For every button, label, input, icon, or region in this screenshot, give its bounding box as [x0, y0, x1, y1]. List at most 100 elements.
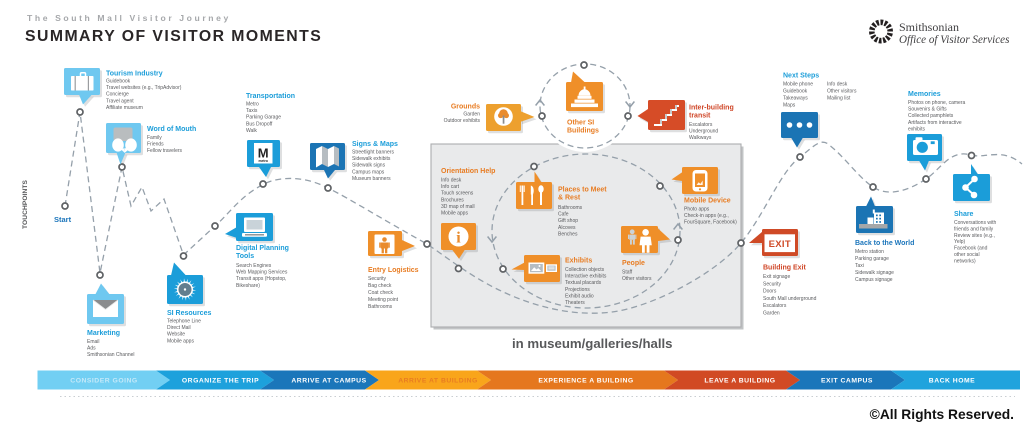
svg-text:Takeaways: Takeaways: [783, 96, 808, 102]
svg-text:Photos on phone, camera: Photos on phone, camera: [908, 100, 965, 106]
svg-text:SI Resources: SI Resources: [167, 310, 211, 317]
svg-text:& Rest: & Rest: [558, 195, 581, 202]
svg-text:Theaters: Theaters: [565, 300, 585, 306]
svg-text:Telephone Line: Telephone Line: [167, 319, 201, 325]
svg-text:Entry Logistics: Entry Logistics: [368, 267, 419, 274]
svg-text:Grounds: Grounds: [451, 104, 480, 111]
svg-text:Direct Mail: Direct Mail: [167, 325, 191, 331]
svg-text:Sidewalk signage: Sidewalk signage: [855, 270, 894, 276]
svg-text:Escalators: Escalators: [763, 303, 787, 309]
svg-text:LEAVE A BUILDING: LEAVE A BUILDING: [704, 378, 775, 385]
svg-text:Email: Email: [87, 339, 100, 345]
svg-text:Artifacts from interactive: Artifacts from interactive: [908, 120, 962, 126]
svg-text:Marketing: Marketing: [87, 330, 120, 337]
svg-text:Travel agent: Travel agent: [106, 98, 134, 104]
svg-text:Back to the World: Back to the World: [855, 240, 914, 247]
svg-text:The South Mall Visitor Journey: The South Mall Visitor Journey: [27, 13, 231, 23]
svg-text:Campus maps: Campus maps: [352, 169, 385, 175]
svg-text:Ads: Ads: [87, 346, 96, 352]
svg-text:Sidewalk exhibits: Sidewalk exhibits: [352, 156, 391, 162]
svg-text:Info desk: Info desk: [827, 82, 848, 88]
svg-text:Touch screens: Touch screens: [441, 191, 474, 197]
svg-text:Projections: Projections: [565, 287, 590, 293]
svg-text:Conversations with: Conversations with: [954, 220, 996, 226]
svg-text:Info desk: Info desk: [441, 178, 462, 184]
svg-text:Parking Garage: Parking Garage: [246, 115, 281, 121]
svg-text:Metro station: Metro station: [855, 249, 884, 255]
svg-text:Staff: Staff: [622, 270, 633, 276]
svg-text:Mobile phone: Mobile phone: [783, 82, 813, 88]
svg-text:Web Mapping Services: Web Mapping Services: [236, 270, 288, 276]
svg-text:Security: Security: [763, 281, 782, 287]
svg-text:Underground: Underground: [689, 129, 718, 135]
svg-text:Bus Dropoff: Bus Dropoff: [246, 121, 273, 127]
svg-text:metro: metro: [258, 159, 267, 163]
svg-text:3D map of mall: 3D map of mall: [441, 204, 475, 210]
svg-text:Review sites (e.g.,: Review sites (e.g.,: [954, 233, 995, 239]
svg-text:Next Steps: Next Steps: [783, 73, 819, 80]
svg-text:Smithsonian Channel: Smithsonian Channel: [87, 352, 135, 358]
svg-text:Bathrooms: Bathrooms: [558, 205, 583, 211]
svg-text:BACK HOME: BACK HOME: [929, 378, 975, 385]
svg-text:Digital Planning: Digital Planning: [236, 245, 289, 252]
svg-text:Maps: Maps: [783, 103, 796, 109]
svg-text:©All Rights Reserved.: ©All Rights Reserved.: [870, 407, 1014, 422]
svg-text:Exhibits: Exhibits: [565, 258, 592, 265]
svg-text:friends and family: friends and family: [954, 226, 994, 232]
svg-text:Bikeshare): Bikeshare): [236, 283, 260, 289]
svg-text:ARRIVE AT BUILDING: ARRIVE AT BUILDING: [398, 378, 478, 385]
svg-text:Tools: Tools: [236, 253, 254, 260]
svg-text:Walk: Walk: [246, 128, 257, 134]
svg-text:Meeting point: Meeting point: [368, 297, 399, 303]
svg-text:Info cart: Info cart: [441, 184, 460, 190]
svg-text:i: i: [456, 230, 461, 247]
svg-text:Memories: Memories: [908, 91, 941, 98]
svg-text:Check-in apps (e.g.,: Check-in apps (e.g.,: [684, 213, 729, 219]
svg-text:Family: Family: [147, 135, 162, 141]
svg-text:South Mall underground: South Mall underground: [763, 296, 817, 302]
svg-text:Textual placards: Textual placards: [565, 280, 602, 286]
svg-text:Doors: Doors: [763, 289, 777, 295]
svg-text:Metro: Metro: [246, 102, 259, 108]
svg-text:Gift shop: Gift shop: [558, 218, 578, 224]
svg-text:Escalators: Escalators: [689, 122, 713, 128]
svg-text:exhibits: exhibits: [908, 126, 925, 132]
svg-text:Transit apps (Hopstop,: Transit apps (Hopstop,: [236, 276, 286, 282]
svg-text:Garden: Garden: [763, 311, 780, 317]
svg-text:Start: Start: [54, 215, 72, 224]
svg-text:Tourism Industry: Tourism Industry: [106, 71, 163, 78]
svg-text:Places to Meet: Places to Meet: [558, 187, 607, 194]
svg-text:Fellow travelers: Fellow travelers: [147, 148, 183, 154]
svg-text:M: M: [258, 146, 269, 161]
svg-text:CONSIDER GOING: CONSIDER GOING: [70, 378, 137, 385]
svg-text:Office of Visitor Services: Office of Visitor Services: [899, 34, 1009, 46]
svg-text:Smithsonian: Smithsonian: [899, 20, 959, 34]
svg-text:EXIT CAMPUS: EXIT CAMPUS: [821, 378, 873, 385]
svg-text:Brochures: Brochures: [441, 197, 464, 203]
svg-text:Taxi: Taxi: [855, 263, 864, 269]
svg-text:Souvenirs & Gifts: Souvenirs & Gifts: [908, 107, 947, 113]
svg-text:Exit signage: Exit signage: [763, 274, 790, 280]
svg-text:Security: Security: [368, 276, 387, 282]
svg-text:Exhibit audio: Exhibit audio: [565, 293, 594, 299]
svg-text:TOUCHPOINTS: TOUCHPOINTS: [22, 180, 29, 229]
svg-text:Orientation Help: Orientation Help: [441, 168, 495, 175]
svg-text:Museum banners: Museum banners: [352, 176, 391, 182]
svg-text:EXIT: EXIT: [769, 239, 791, 250]
svg-text:in museum/galleries/halls: in museum/galleries/halls: [512, 336, 673, 351]
svg-text:Collection objects: Collection objects: [565, 267, 605, 273]
svg-text:Parking garage: Parking garage: [855, 256, 889, 262]
svg-text:Mobile apps: Mobile apps: [441, 211, 468, 217]
svg-text:ARRIVE AT CAMPUS: ARRIVE AT CAMPUS: [291, 378, 366, 385]
svg-text:Mailing list: Mailing list: [827, 96, 851, 102]
svg-text:Concierge: Concierge: [106, 92, 129, 98]
svg-text:Guidebook: Guidebook: [106, 79, 131, 85]
svg-text:Other visitors: Other visitors: [622, 276, 652, 282]
svg-text:FourSquare, Facebook): FourSquare, Facebook): [684, 220, 737, 226]
svg-text:networks): networks): [954, 258, 976, 264]
svg-text:transit: transit: [689, 112, 711, 119]
svg-text:Photo apps: Photo apps: [684, 207, 710, 213]
svg-text:Mobile apps: Mobile apps: [167, 338, 194, 344]
svg-text:Campus signage: Campus signage: [855, 277, 893, 283]
svg-text:Friends: Friends: [147, 142, 164, 148]
